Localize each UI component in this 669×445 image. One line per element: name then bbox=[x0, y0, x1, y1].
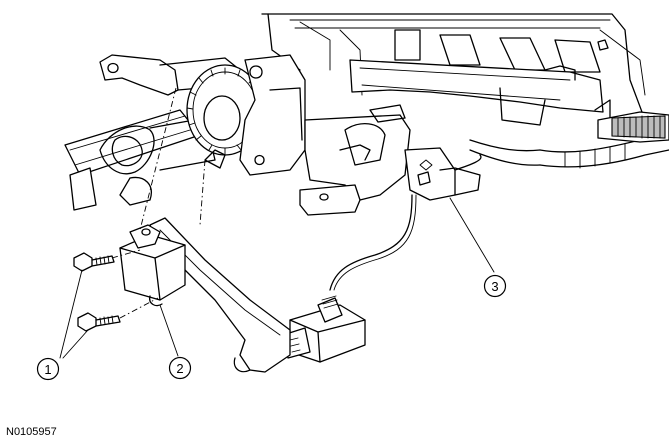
cross-car-beam bbox=[349, 59, 611, 126]
column-mount-bracket bbox=[204, 54, 306, 176]
mounting-bolt-upper bbox=[73, 252, 115, 272]
toothed-sensor-ring bbox=[186, 64, 264, 156]
electrical-connector bbox=[282, 295, 366, 363]
switch-wire bbox=[329, 194, 417, 291]
callout-2: 2 bbox=[168, 356, 192, 380]
support-bracket-plate bbox=[299, 104, 411, 216]
pedal-switch-bracket bbox=[404, 147, 482, 201]
callout-3: 3 bbox=[483, 274, 507, 298]
callout-1-number: 1 bbox=[44, 362, 51, 377]
leader-lines bbox=[59, 197, 495, 359]
mounting-bolt-lower bbox=[77, 312, 121, 332]
ribbed-handle bbox=[597, 111, 669, 143]
alignment-lines bbox=[111, 87, 206, 319]
figure-id: N0105957 bbox=[6, 426, 57, 438]
pedal-position-sensor bbox=[119, 224, 186, 307]
callout-3-number: 3 bbox=[491, 279, 498, 294]
callout-2-number: 2 bbox=[176, 361, 183, 376]
callout-1: 1 bbox=[36, 357, 60, 381]
